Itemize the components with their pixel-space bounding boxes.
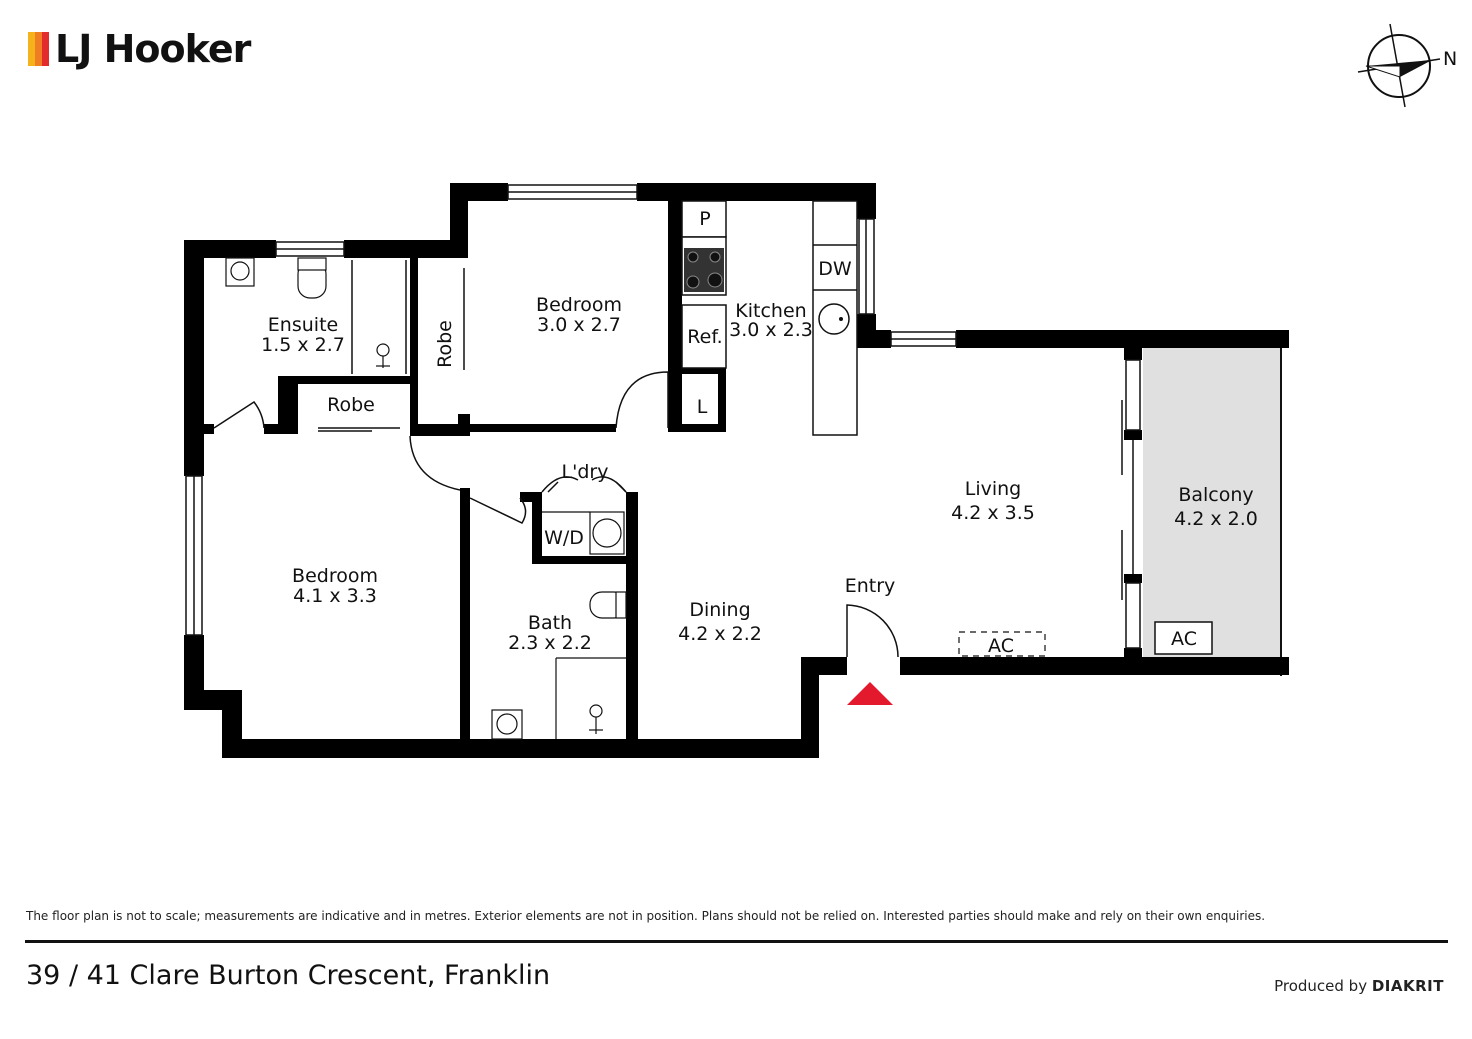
dishwasher-label: DW xyxy=(818,258,852,280)
robe-ensuite-label: Robe xyxy=(327,394,375,416)
walls xyxy=(184,183,1289,758)
robe-bedroom2-label: Robe xyxy=(434,320,456,368)
living-name: Living xyxy=(965,478,1022,500)
living-dims: 4.2 x 3.5 xyxy=(951,502,1035,524)
bath-name: Bath xyxy=(528,612,572,634)
producer-name: DIAKRIT xyxy=(1371,977,1444,995)
doors xyxy=(213,371,899,658)
dining-dims: 4.2 x 2.2 xyxy=(678,623,762,645)
bathroom-fixtures xyxy=(491,591,627,740)
compass-icon xyxy=(1357,23,1441,108)
entry-arrow-icon xyxy=(847,682,893,705)
balcony-dims: 4.2 x 2.0 xyxy=(1174,508,1258,530)
ensuite-dims: 1.5 x 2.7 xyxy=(261,334,345,356)
laundry-label: L'dry xyxy=(562,461,609,483)
ac-balcony-label: AC xyxy=(1171,628,1197,650)
balcony-sliding-doors xyxy=(1121,400,1134,600)
producer-credit: Produced by DIAKRIT xyxy=(1274,977,1444,995)
compass-north-label: N xyxy=(1443,48,1457,70)
kitchen-sink-icon xyxy=(818,303,850,335)
disclaimer-text: The floor plan is not to scale; measurem… xyxy=(26,909,1266,923)
logo-bar-orange xyxy=(35,32,42,66)
washer-dryer-label: W/D xyxy=(544,527,584,549)
logo-color-bars xyxy=(28,32,49,66)
bedroom1-name: Bedroom xyxy=(292,565,378,587)
logo-bar-yellow xyxy=(28,32,35,66)
pantry-label: P xyxy=(699,208,710,230)
kitchen-name: Kitchen xyxy=(735,300,806,322)
bedroom2-dims: 3.0 x 2.7 xyxy=(537,314,621,336)
property-address: 39 / 41 Clare Burton Crescent, Franklin xyxy=(26,960,551,991)
balcony-name: Balcony xyxy=(1178,484,1253,506)
footer-divider xyxy=(25,940,1448,943)
produced-by-label: Produced by xyxy=(1274,977,1368,995)
robe-sliding-doors xyxy=(318,260,465,432)
bedroom1-dims: 4.1 x 3.3 xyxy=(293,585,377,607)
entry-label: Entry xyxy=(845,575,896,597)
lj-hooker-logo: LJ Hooker xyxy=(28,27,251,71)
dining-name: Dining xyxy=(689,599,750,621)
logo-text: LJ Hooker xyxy=(55,27,251,71)
bedroom2-name: Bedroom xyxy=(536,294,622,316)
windows xyxy=(185,184,1141,649)
cooktop-icon xyxy=(684,248,724,292)
logo-bar-red xyxy=(42,32,49,66)
linen-label: L xyxy=(697,396,708,418)
balcony-floor xyxy=(1143,348,1281,658)
fridge-label: Ref. xyxy=(687,326,722,348)
kitchen-dims: 3.0 x 2.3 xyxy=(729,319,813,341)
ac-unit-balcony xyxy=(1154,621,1213,655)
ensuite-fixtures xyxy=(225,257,390,368)
bath-dims: 2.3 x 2.2 xyxy=(508,632,592,654)
ac-living-label: AC xyxy=(988,635,1014,657)
ensuite-name: Ensuite xyxy=(268,314,338,336)
laundry-fixtures xyxy=(542,511,625,555)
